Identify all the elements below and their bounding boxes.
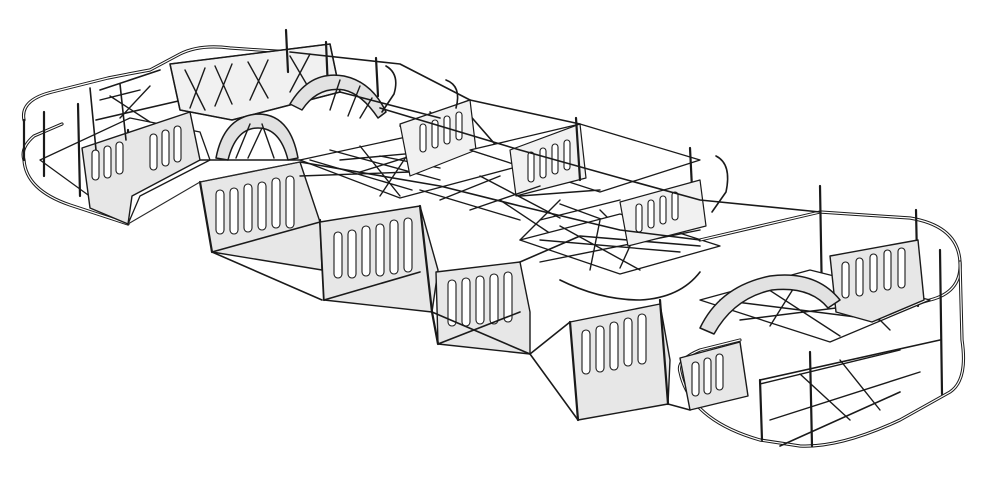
left-end-panel [81,111,201,225]
left-end-panel-slots [91,125,182,181]
right-front-inner-slots [691,353,724,397]
longitudinal-rails [127,51,821,355]
left-upper-arch [289,74,387,119]
right-front-panel-slots [581,313,647,375]
center-top-slots [419,111,463,153]
center-bay-2 [419,116,729,355]
left-truss-section [169,28,397,161]
right-front-inner-panel [679,341,749,411]
left-side-panel [198,161,326,302]
left-lower-arch [215,113,299,161]
right-front-arch [699,274,841,335]
left-side-slots [215,175,295,235]
center-bay-1-slots [333,217,413,279]
right-end-section [529,184,966,448]
left-end-section [21,45,292,226]
right-end-side-slots [841,247,906,299]
center-bay-2-slots [447,271,513,327]
center-bay-1 [299,79,581,314]
